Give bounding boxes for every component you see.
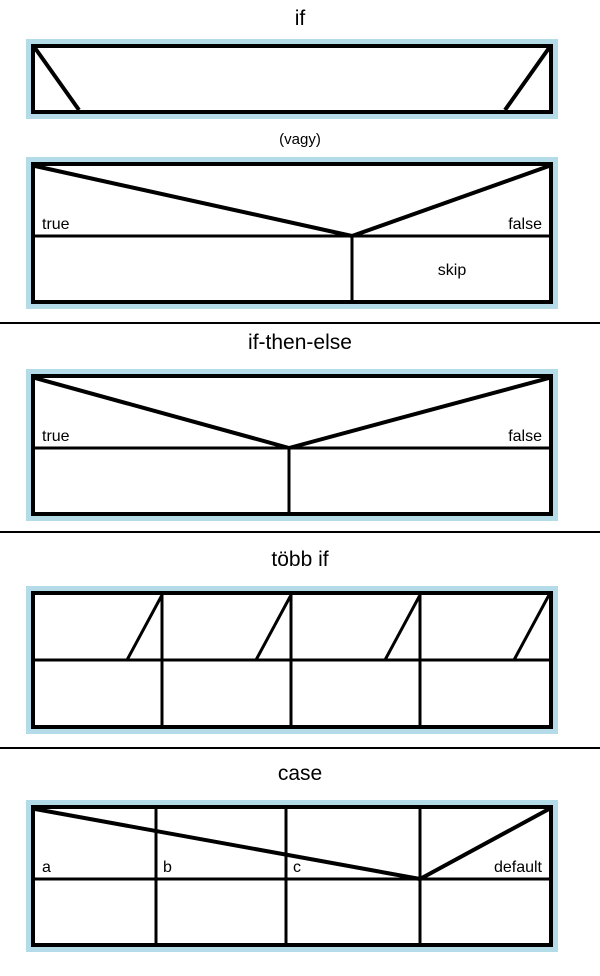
section-separator-2 — [0, 531, 600, 533]
section-if-then-else: if-then-else — [0, 330, 600, 356]
label-true: true — [42, 216, 70, 233]
section-title-if-then-else: if-then-else — [248, 331, 352, 354]
box-outline — [31, 162, 553, 304]
label-false: false — [508, 216, 542, 233]
section-separator-1 — [0, 322, 600, 324]
section-if: if — [0, 6, 600, 32]
label-skip: skip — [438, 262, 467, 279]
diagonal-left — [33, 46, 81, 112]
label-case-default: default — [494, 859, 543, 876]
section-title-tobb-if: több if — [271, 548, 329, 571]
diagram-if-vagy: true false skip — [26, 157, 558, 309]
section-case: case — [0, 761, 600, 787]
condition-line-right — [351, 164, 550, 238]
note-vagy: (vagy) — [279, 131, 321, 148]
case-diagonal-rising — [419, 807, 550, 881]
diagram-tobb-if — [26, 586, 558, 734]
condition-line-left — [34, 376, 290, 450]
condition-line-right — [288, 376, 550, 450]
diagonal-cell-1 — [125, 594, 164, 661]
diagram-if-then-else: true false — [26, 369, 558, 521]
condition-line-left — [34, 164, 353, 238]
diagram-if-simple — [26, 39, 558, 119]
label-case-b: b — [163, 859, 172, 876]
diagonal-cell-3 — [383, 594, 422, 661]
case-diagonal-descending — [34, 807, 421, 881]
section-title-case: case — [277, 762, 323, 785]
section-title-if: if — [294, 7, 306, 30]
box-outline — [31, 805, 553, 947]
section-separator-3 — [0, 747, 600, 749]
diagonal-cell-2 — [254, 594, 293, 661]
label-true: true — [42, 428, 70, 445]
box-outline — [31, 44, 553, 114]
label-false: false — [508, 428, 542, 445]
diagram-case: a b c default — [26, 800, 558, 952]
diagonal-right — [503, 46, 551, 112]
section-if-note: (vagy) — [0, 130, 600, 150]
diagonal-cell-4 — [512, 594, 551, 661]
section-tobb-if: több if — [0, 547, 600, 573]
label-case-c: c — [293, 859, 301, 876]
label-case-a: a — [42, 859, 51, 876]
